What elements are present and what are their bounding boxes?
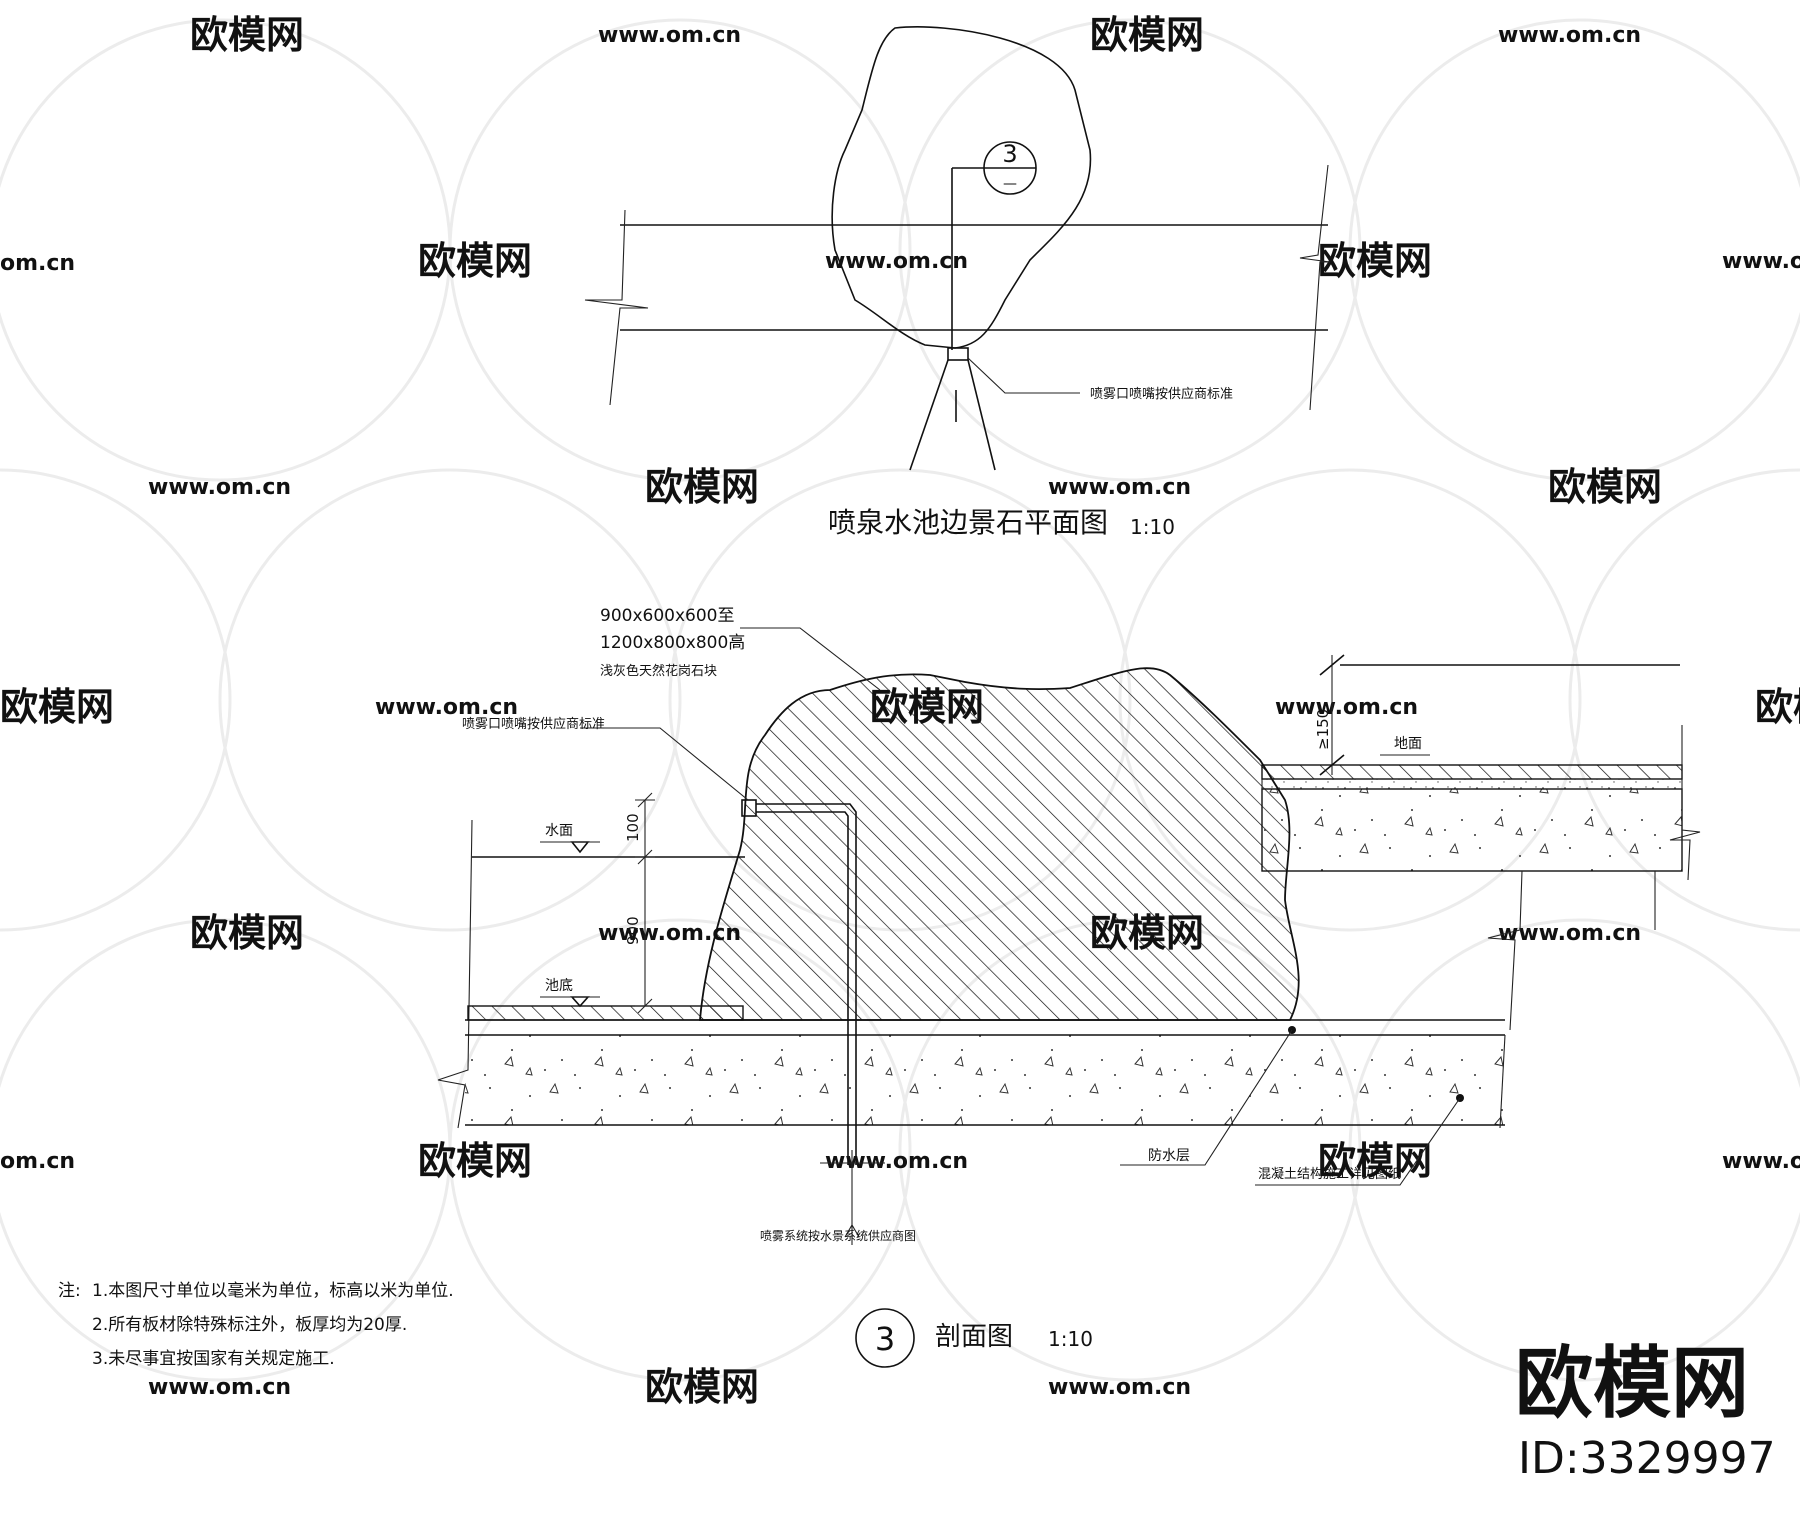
pool-bottom-label: 池底 bbox=[545, 978, 573, 994]
leader-line bbox=[740, 627, 881, 691]
watermark-url: www.om.cn bbox=[598, 23, 741, 48]
break-line-wall bbox=[1487, 870, 1523, 1031]
watermark-url: www.om.cn bbox=[825, 1149, 968, 1174]
section-view: 水面 池底 地面 100 900 ≥150 bbox=[437, 606, 1701, 1368]
watermark-url: www.om.cn bbox=[1722, 1149, 1800, 1174]
ground-concrete bbox=[1261, 788, 1683, 872]
watermark-url: www.om.cn bbox=[148, 1375, 291, 1400]
supply-pipe-inner bbox=[756, 811, 849, 1165]
dimension-water-depth: 100 900 bbox=[624, 792, 655, 1014]
landscape-stone-plan bbox=[831, 26, 1092, 349]
plan-scale: 1:10 bbox=[1130, 515, 1175, 539]
watermark-url: www.om.cn bbox=[1498, 23, 1641, 48]
section-scale: 1:10 bbox=[1048, 1327, 1093, 1351]
break-line-left bbox=[584, 209, 649, 406]
stone-spec-line3: 浅灰色天然花岗石块 bbox=[600, 663, 717, 679]
watermark-url: www.om.cn bbox=[1048, 475, 1191, 500]
note-item-2: 2.所有板材除特殊标注外，板厚均为20厚. bbox=[92, 1315, 407, 1335]
note-item-3: 3.未尽事宜按国家有关规定施工. bbox=[92, 1349, 335, 1369]
watermark-brand-row-6: om.cn 欧模网 www.om.cn 欧模网 www.om.cn bbox=[0, 1139, 1800, 1183]
watermark-brand: 欧模网 bbox=[190, 911, 304, 955]
nozzle-note-section: 喷雾口喷嘴按供应商标准 bbox=[462, 716, 605, 732]
dim-900: 900 bbox=[624, 916, 642, 945]
ground-slab-right bbox=[1261, 664, 1701, 881]
logo-id: ID:3329997 bbox=[1518, 1433, 1776, 1484]
watermark-url: om.cn bbox=[0, 1149, 75, 1174]
dimension-ground-height: ≥150 bbox=[1314, 654, 1345, 776]
slab-right-edge bbox=[1499, 1034, 1506, 1129]
watermark-brand: 欧模网 bbox=[1318, 239, 1432, 283]
logo-text: 欧模网 bbox=[1515, 1339, 1749, 1429]
section-callout-number: 3 bbox=[875, 1320, 895, 1358]
pipe-note: 喷雾系统按水景系统供应商图 bbox=[760, 1228, 916, 1243]
section-title: 剖面图 bbox=[935, 1322, 1013, 1352]
nozzle-section bbox=[741, 799, 757, 817]
watermark-brand: 欧模网 bbox=[418, 239, 532, 283]
watermark-brand: 欧模网 bbox=[645, 1365, 759, 1409]
leader-line bbox=[1255, 1097, 1461, 1186]
nozzle-pipe-section: 喷雾系统按水景系统供应商图 喷雾口喷嘴按供应商标准 bbox=[462, 716, 916, 1245]
water-surface-marker: 水面 bbox=[472, 823, 745, 858]
section-callout-plan: 3 — bbox=[951, 140, 1037, 350]
watermark-brand-row-3: www.om.cn 欧模网 www.om.cn 欧模网 bbox=[148, 465, 1662, 509]
waterproof-label: 防水层 bbox=[1148, 1148, 1190, 1164]
waterproof-callout: 防水层 bbox=[1120, 1026, 1296, 1166]
watermark-brand-row-7: www.om.cn 欧模网 www.om.cn bbox=[148, 1365, 1191, 1409]
leader-line bbox=[580, 727, 749, 801]
watermark-brand: 欧模网 bbox=[1090, 13, 1204, 57]
watermark-url: www.om.cn bbox=[1048, 1375, 1191, 1400]
ground-paving bbox=[1261, 764, 1683, 780]
landscape-stone-section bbox=[699, 667, 1300, 1021]
watermark-brand: 欧模网 bbox=[645, 465, 759, 509]
watermark-brand: 欧模网 bbox=[418, 1139, 532, 1183]
concrete-note: 混凝土结构施工详见图纸 bbox=[1258, 1166, 1401, 1182]
leader-line bbox=[1120, 1029, 1293, 1166]
nozzle-note-plan: 喷雾口喷嘴按供应商标准 bbox=[1090, 386, 1233, 402]
supply-pipe bbox=[756, 803, 857, 1165]
notes-label: 注: bbox=[58, 1281, 81, 1301]
watermark-url: www.om.cn bbox=[1275, 695, 1418, 720]
ground-label: 地面 bbox=[1394, 736, 1422, 752]
watermark-url: www.om.cn bbox=[825, 249, 968, 274]
stone-spec-callout: 900x600x600至 1200x800x800高 浅灰色天然花岗石块 bbox=[600, 606, 881, 691]
callout-number: 3 bbox=[1002, 140, 1017, 168]
watermark-brand-row-2: om.cn 欧模网 www.om.cn 欧模网 www.om.cn bbox=[0, 239, 1800, 283]
watermark-brand-row-1: 欧模网 www.om.cn 欧模网 www.om.cn bbox=[190, 13, 1641, 57]
section-title-block: 3 剖面图 1:10 bbox=[855, 1308, 1093, 1368]
watermark-brand: 欧模网 bbox=[1318, 1139, 1432, 1183]
general-notes: 注: 1.本图尺寸单位以毫米为单位，标高以米为单位. 2.所有板材除特殊标注外，… bbox=[58, 1281, 454, 1369]
stone-spec-line2: 1200x800x800高 bbox=[600, 633, 745, 653]
plan-title-block: 喷泉水池边景石平面图 1:10 bbox=[828, 506, 1175, 539]
nozzle-plan: 喷雾口喷嘴按供应商标准 bbox=[909, 347, 1233, 471]
plan-view: 3 — 喷雾口喷嘴按供应商标准 喷泉水池边景石平面图 1:10 bbox=[584, 26, 1331, 539]
break-line-left-section bbox=[437, 819, 473, 1129]
dim-100: 100 bbox=[624, 813, 642, 842]
leader-line bbox=[967, 357, 1080, 394]
watermark-url: www.om.cn bbox=[1498, 921, 1641, 946]
watermark-brand: 欧模网 bbox=[190, 13, 304, 57]
plan-title: 喷泉水池边景石平面图 bbox=[828, 506, 1108, 539]
mortar-bed bbox=[1261, 778, 1683, 790]
stone-spec-line1: 900x600x600至 bbox=[600, 606, 734, 626]
watermark-brand: 欧模网 bbox=[1755, 685, 1800, 729]
callout-sheet: — bbox=[1003, 176, 1017, 192]
watermark-url: www.om.cn bbox=[375, 695, 518, 720]
break-line-right bbox=[1299, 164, 1331, 411]
ground-marker: 地面 bbox=[1380, 736, 1430, 756]
watermark-url: www.om.cn bbox=[1722, 249, 1800, 274]
pool-bottom-marker: 池底 bbox=[540, 978, 600, 1008]
brand-logo: 欧模网 ID:3329997 bbox=[1515, 1339, 1776, 1484]
watermark-brand: 欧模网 bbox=[1548, 465, 1662, 509]
dim-150: ≥150 bbox=[1314, 709, 1332, 750]
concrete-callout: 混凝土结构施工详见图纸 bbox=[1255, 1094, 1464, 1186]
note-item-1: 1.本图尺寸单位以毫米为单位，标高以米为单位. bbox=[92, 1281, 454, 1301]
concrete-slab bbox=[465, 1035, 1505, 1125]
watermark-brand: 欧模网 bbox=[0, 685, 114, 729]
watermark-url: om.cn bbox=[0, 251, 75, 276]
water-surface-label: 水面 bbox=[545, 823, 573, 839]
watermark-url: www.om.cn bbox=[148, 475, 291, 500]
break-line-ground-right bbox=[1669, 725, 1701, 881]
